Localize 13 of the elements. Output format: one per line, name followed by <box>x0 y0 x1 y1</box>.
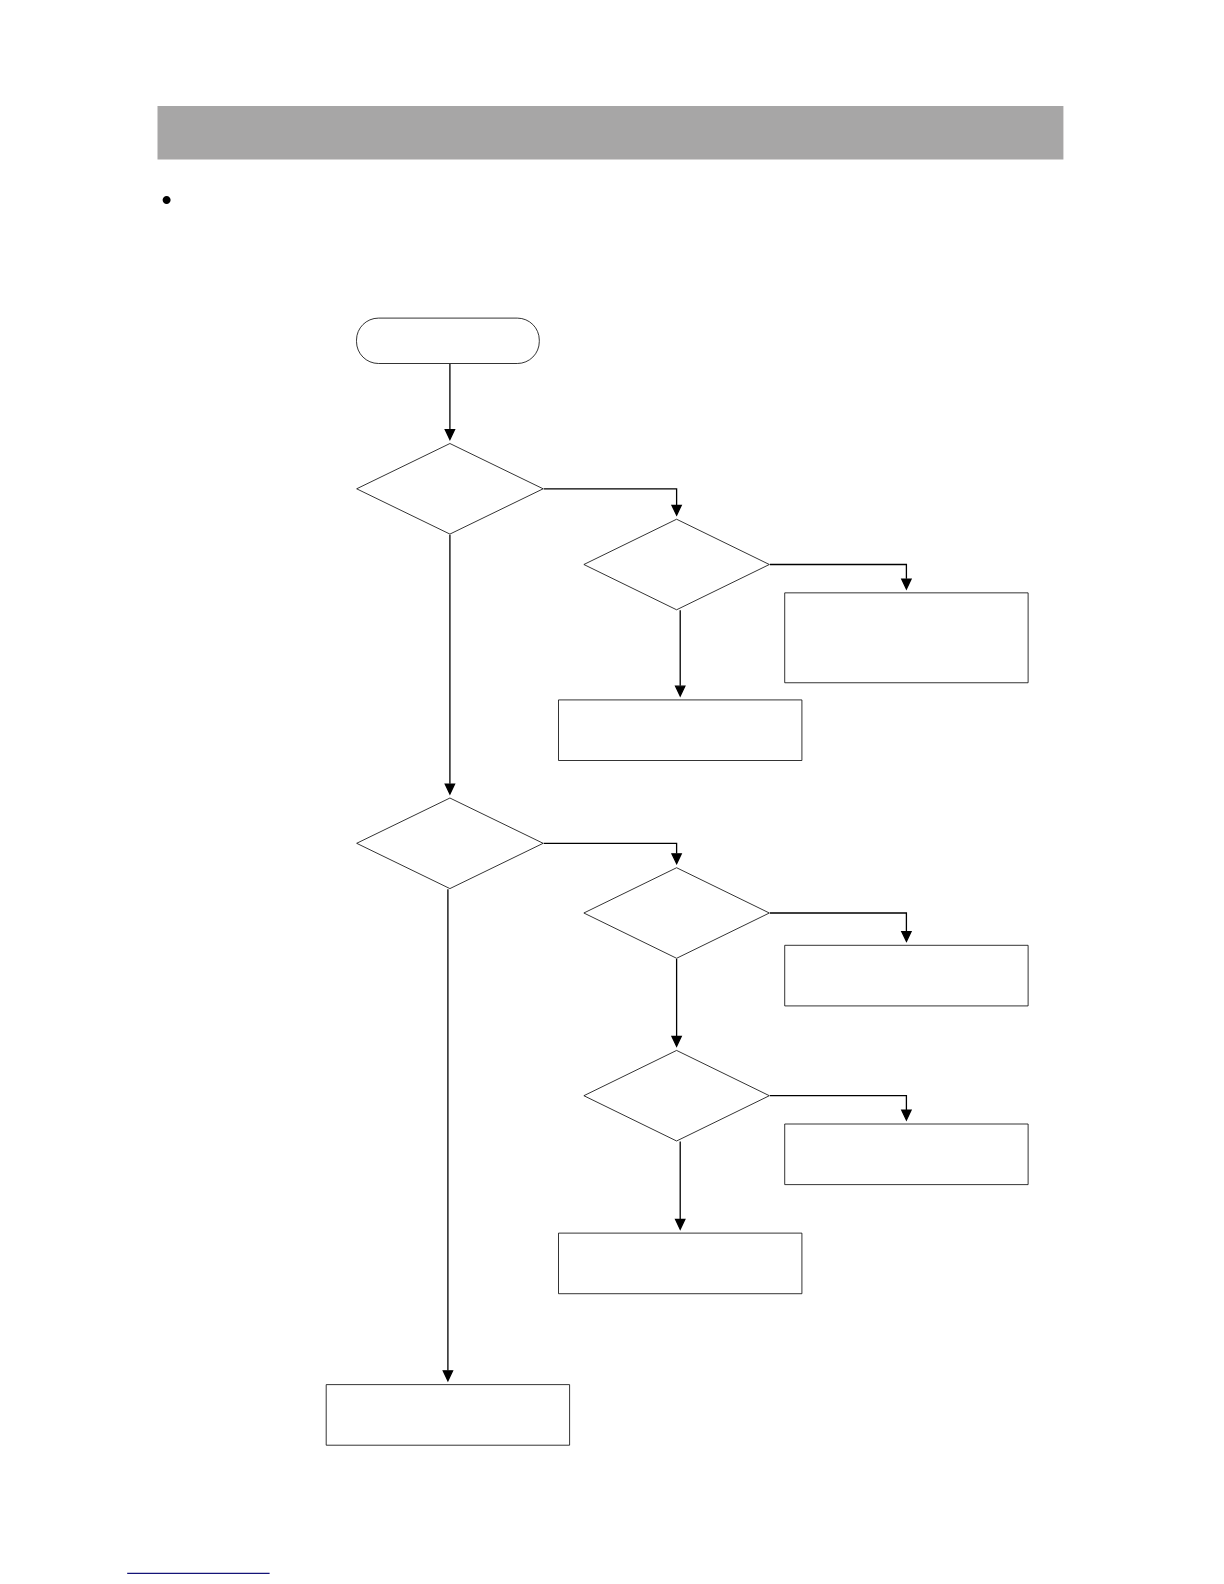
decision-diamond <box>583 518 770 611</box>
process-box <box>784 592 1029 684</box>
process-box <box>558 1232 803 1295</box>
process-box <box>558 699 803 761</box>
process-box <box>325 1384 570 1446</box>
process-box <box>784 944 1029 1007</box>
decision-diamond <box>583 1050 770 1142</box>
arrow <box>444 363 456 441</box>
decision-diamond <box>356 443 544 535</box>
terminal-capsule <box>356 317 540 364</box>
decision-diamond <box>356 797 544 889</box>
decision-diamond <box>583 867 770 959</box>
process-box <box>784 1123 1029 1185</box>
